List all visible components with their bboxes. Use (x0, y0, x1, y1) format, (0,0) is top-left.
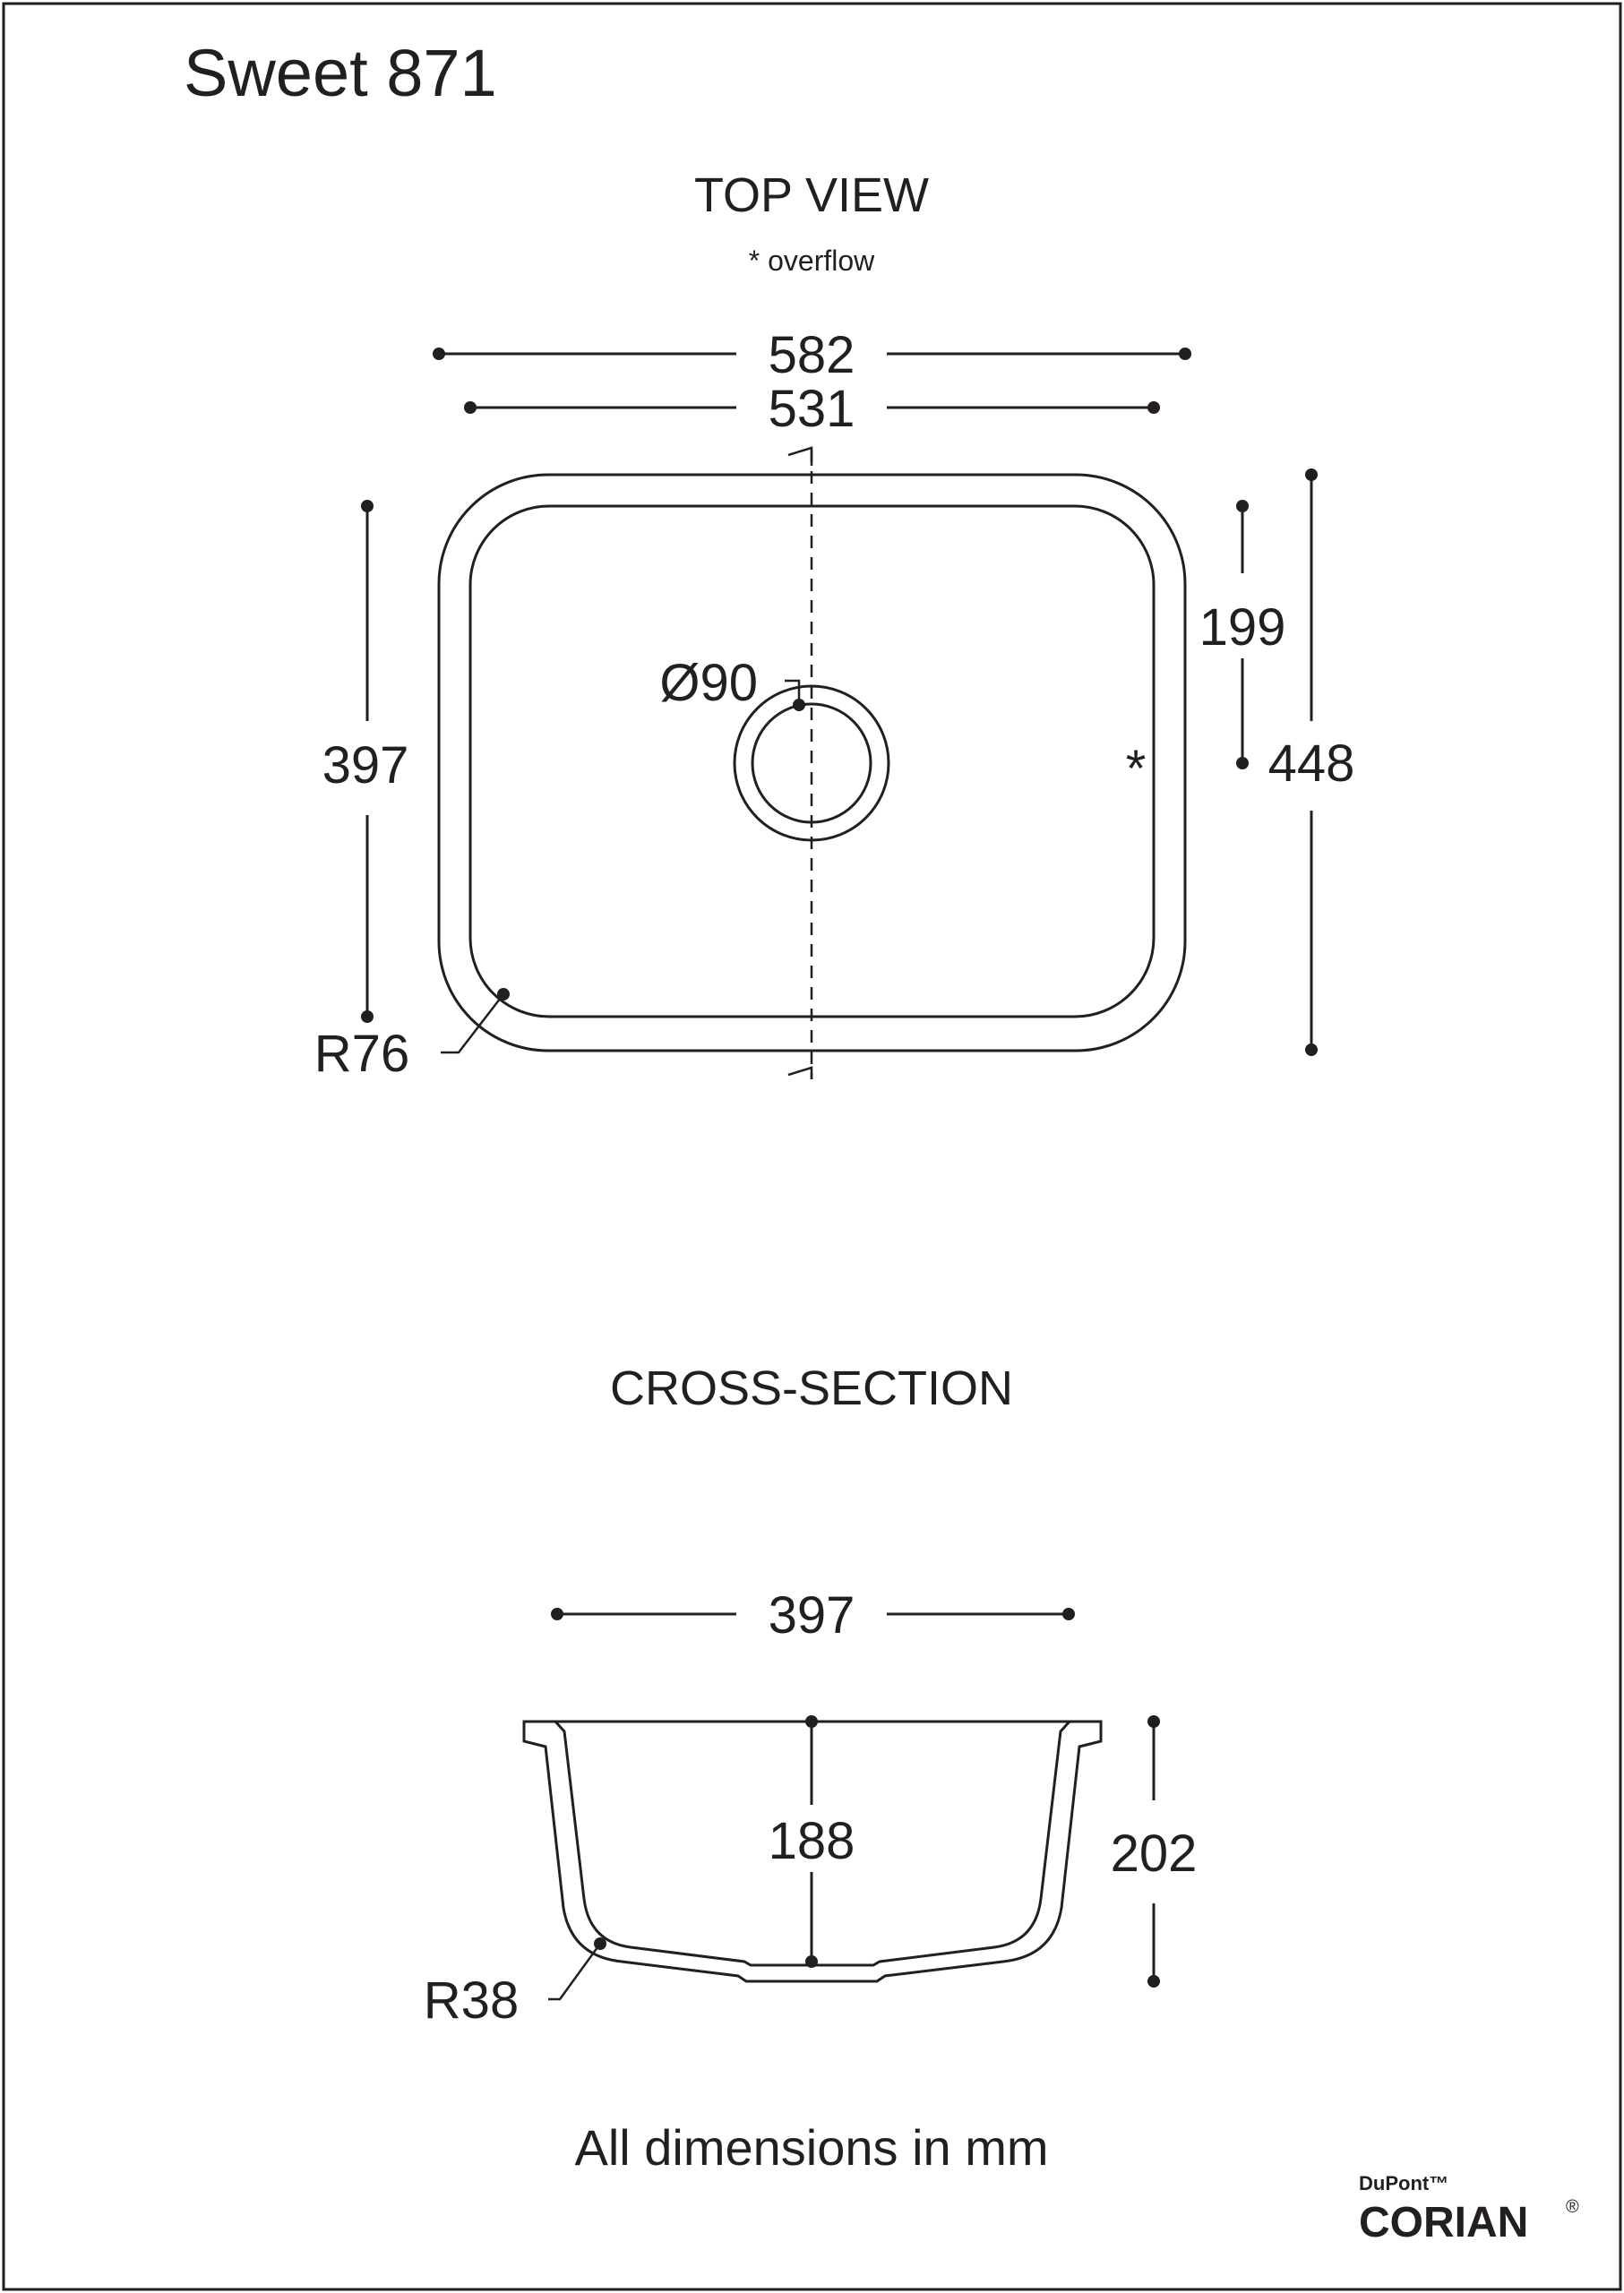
dupont-corian-logo: DuPont™ CORIAN ® (1359, 2172, 1579, 2246)
dimension-outer-depth-label: 448 (1268, 734, 1355, 793)
dimension-outer-depth: 448 (1268, 468, 1355, 1056)
cross-section-view: CROSS-SECTION 397 188 202 (424, 1361, 1198, 2030)
dimension-inner-depth-label: 397 (322, 736, 409, 794)
bowl-profile (522, 1720, 1103, 1983)
corner-radius-label: R76 (314, 1025, 409, 1083)
dimension-outer-height: 202 (1111, 1715, 1198, 1988)
top-view-heading: TOP VIEW (694, 168, 929, 222)
top-view: TOP VIEW * overflow 582 531 (314, 168, 1355, 1083)
dimension-outer-height-label: 202 (1111, 1825, 1198, 1883)
bottom-radius-label: R38 (424, 1971, 519, 2030)
overflow-note: * overflow (749, 245, 875, 277)
dimension-drain-offset-label: 199 (1199, 598, 1286, 657)
dimension-inner-height: 188 (769, 1715, 855, 1968)
dimension-inner-width-label: 531 (769, 380, 855, 438)
dimension-inner-height-label: 188 (769, 1812, 855, 1870)
overflow-marker: * (1126, 740, 1147, 798)
drain-diameter-label: Ø90 (659, 654, 758, 712)
bowl-inner-surface (552, 1720, 1073, 1967)
dimension-inner-width: 531 (464, 380, 1160, 438)
dimension-section-width: 397 (551, 1586, 1075, 1645)
dimension-outer-width-label: 582 (769, 326, 855, 384)
product-title: Sweet 871 (184, 36, 497, 110)
cross-section-heading: CROSS-SECTION (610, 1361, 1013, 1415)
bottom-radius-callout: R38 (424, 1937, 606, 2030)
corner-radius-callout: R76 (314, 988, 510, 1083)
logo-registered-mark: ® (1566, 2197, 1579, 2217)
units-note: All dimensions in mm (574, 2119, 1048, 2176)
drain: Ø90 (659, 654, 890, 842)
center-line (787, 446, 813, 1079)
logo-corian: CORIAN (1359, 2199, 1528, 2246)
dimension-section-width-label: 397 (769, 1586, 855, 1645)
dimension-outer-width: 582 (433, 326, 1191, 384)
dimension-inner-depth: 397 (322, 500, 409, 1023)
dimension-drain-offset: 199 (1199, 500, 1286, 769)
logo-dupont: DuPont™ (1359, 2172, 1448, 2194)
